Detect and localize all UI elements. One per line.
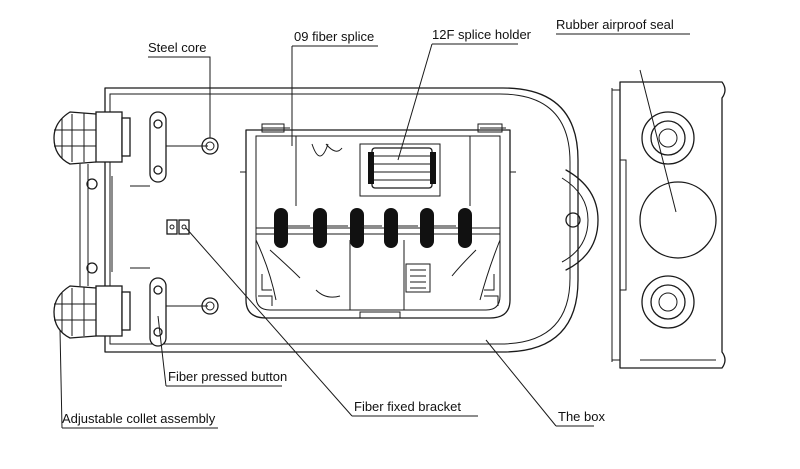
cable-guide: [130, 185, 150, 269]
label-airproof-seal: Rubber airproof seal: [556, 17, 674, 32]
label-fiber-splice: 09 fiber splice: [294, 29, 374, 44]
collet-top: [53, 111, 131, 165]
collet-bridge: [79, 164, 89, 286]
splice-tray: [240, 123, 516, 319]
label-steel-core: Steel core: [148, 40, 207, 55]
rubber-seal: [639, 181, 717, 259]
box-body: [86, 87, 599, 353]
pressed-button-bottom: [149, 277, 208, 347]
splice-holder: [368, 147, 436, 189]
leader-lines: [59, 33, 690, 429]
collet-bottom: [53, 285, 131, 339]
pressed-button-top: [149, 111, 208, 183]
fixed-bracket: [166, 219, 190, 235]
steel-core-bottom: [201, 297, 219, 315]
labels: Steel core 09 fiber splice 12F splice ho…: [62, 17, 674, 426]
seal-gland-top: [641, 111, 695, 165]
label-collet-assembly: Adjustable collet assembly: [62, 411, 216, 426]
label-fixed-bracket: Fiber fixed bracket: [354, 399, 461, 414]
seal-panel: [611, 81, 726, 369]
label-the-box: The box: [558, 409, 605, 424]
label-pressed-button: Fiber pressed button: [168, 369, 287, 384]
seal-gland-bottom: [641, 275, 695, 329]
label-splice-holder: 12F splice holder: [432, 27, 532, 42]
fiber-splice-sleeves: [255, 208, 501, 319]
